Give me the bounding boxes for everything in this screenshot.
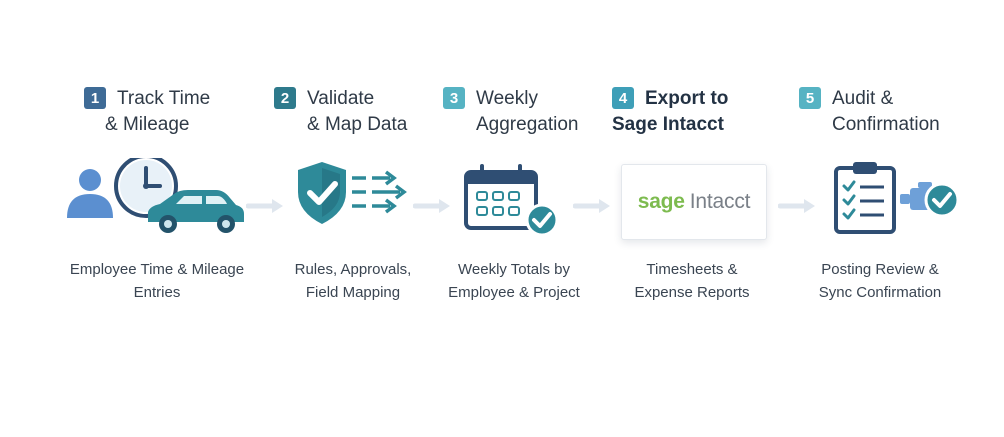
step-2-header: 2 Validate & Map Data — [274, 86, 407, 138]
user-clock-car-icon — [67, 158, 244, 233]
shield-check-arrows-icon — [298, 162, 407, 224]
step-5-header: 5 Audit & Confirmation — [799, 86, 940, 138]
step-4-badge: 4 — [612, 87, 634, 109]
step-1-caption: Employee Time & Mileage Entries — [69, 261, 245, 301]
step-1-badge: 1 — [84, 87, 106, 109]
step-1-header: 1 Track Time & Mileage — [84, 86, 210, 138]
step-1-title: Track Time & Mileage — [105, 88, 211, 135]
step-3-header: 3 Weekly Aggregation — [443, 86, 578, 138]
step-5-badge: 5 — [799, 87, 821, 109]
step-4-title: Export to Sage Intacct — [612, 88, 729, 135]
clipboard-checklist-sync-icon — [834, 162, 960, 234]
calendar-check-icon — [464, 164, 559, 237]
step-5-caption: Posting Review & Sync Confirmation — [818, 261, 942, 301]
flow-arrow-4 — [778, 199, 815, 213]
flow-arrow-3 — [573, 199, 610, 213]
step-2-caption: Rules, Approvals, Field Mapping — [294, 261, 412, 301]
step-4-header: 4 Export to Sage Intacct — [612, 86, 728, 138]
step-5-title: Audit & Confirmation — [832, 88, 940, 135]
step-3-title: Weekly Aggregation — [476, 88, 579, 135]
flow-arrow-2 — [413, 199, 450, 213]
step-4-caption: Timesheets & Expense Reports — [634, 261, 750, 301]
step-2-badge: 2 — [274, 87, 296, 109]
step-2-title: Validate & Map Data — [307, 88, 408, 135]
step-3-caption: Weekly Totals by Employee & Project — [448, 261, 580, 301]
flow-arrow-1 — [246, 199, 283, 213]
step-3-badge: 3 — [443, 87, 465, 109]
